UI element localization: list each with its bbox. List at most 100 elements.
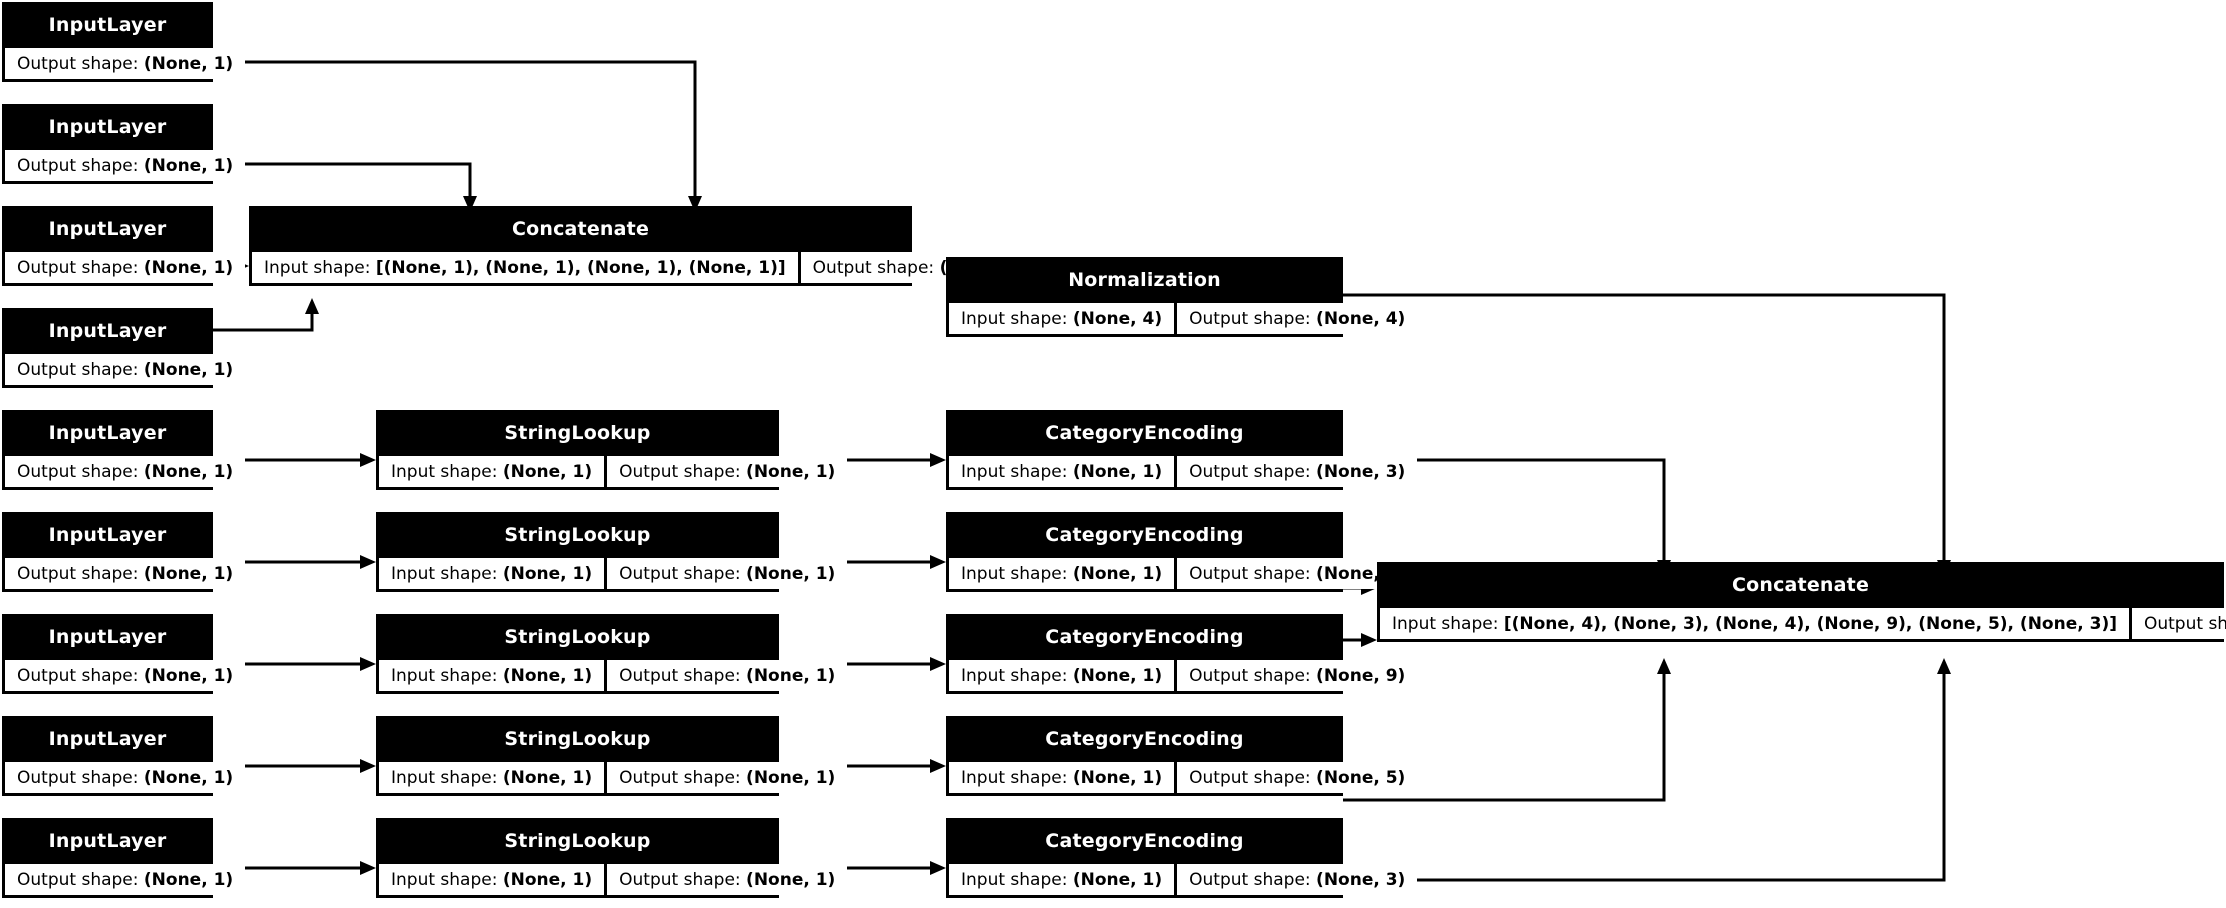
- input-shape-value: (None, 1): [502, 869, 593, 890]
- input-shape-cell: Input shape: (None, 1): [379, 660, 605, 691]
- node-body: Output shape: (None, 1): [5, 351, 246, 385]
- input-shape-value: (None, 1): [502, 563, 593, 584]
- output-shape-cell: Output shape: (None, 1): [5, 48, 246, 79]
- output-shape-label: Output shape:: [619, 869, 741, 890]
- node-concatenate-numeric[interactable]: Concatenate Input shape: [(None, 1), (No…: [249, 206, 1041, 286]
- node-title: InputLayer: [5, 413, 210, 453]
- input-shape-label: Input shape:: [264, 257, 371, 278]
- output-shape-label: Output shape:: [1189, 563, 1311, 584]
- node-category-encoding-4[interactable]: CategoryEncoding Input shape: (None, 1) …: [946, 716, 1418, 796]
- node-input-layer-3[interactable]: InputLayer Output shape: (None, 1): [2, 206, 246, 286]
- output-shape-cell: Output shape: (None, 1): [604, 660, 848, 691]
- node-input-layer-9[interactable]: InputLayer Output shape: (None, 1): [2, 818, 246, 898]
- input-shape-cell: Input shape: (None, 1): [949, 558, 1175, 589]
- output-shape-label: Output shape:: [1189, 665, 1311, 686]
- node-body: Input shape: (None, 1) Output shape: (No…: [949, 759, 1418, 793]
- input-shape-cell: Input shape: (None, 1): [379, 864, 605, 895]
- input-shape-value: (None, 1): [1072, 665, 1163, 686]
- node-title: InputLayer: [5, 209, 210, 249]
- input-shape-label: Input shape:: [391, 563, 498, 584]
- output-shape-label: Output shape:: [1189, 869, 1311, 890]
- input-shape-label: Input shape:: [961, 308, 1068, 329]
- node-string-lookup-2[interactable]: StringLookup Input shape: (None, 1) Outp…: [376, 512, 848, 592]
- node-title: Concatenate: [1380, 565, 2221, 605]
- node-body: Output shape: (None, 1): [5, 147, 246, 181]
- node-body: Input shape: (None, 1) Output shape: (No…: [379, 759, 848, 793]
- input-shape-value: (None, 1): [502, 461, 593, 482]
- input-shape-cell: Input shape: (None, 1): [949, 660, 1175, 691]
- node-concatenate-final[interactable]: Concatenate Input shape: [(None, 4), (No…: [1377, 562, 2226, 642]
- node-category-encoding-5[interactable]: CategoryEncoding Input shape: (None, 1) …: [946, 818, 1418, 898]
- output-shape-cell: Output shape: (None, 1): [5, 660, 246, 691]
- input-shape-value: [(None, 4), (None, 3), (None, 4), (None,…: [1503, 613, 2117, 634]
- output-shape-label: Output shape:: [17, 53, 139, 74]
- node-input-layer-8[interactable]: InputLayer Output shape: (None, 1): [2, 716, 246, 796]
- output-shape-cell: Output shape: (None, 1): [5, 150, 246, 181]
- node-input-layer-7[interactable]: InputLayer Output shape: (None, 1): [2, 614, 246, 694]
- node-body: Output shape: (None, 1): [5, 759, 246, 793]
- node-title: CategoryEncoding: [949, 617, 1340, 657]
- input-shape-cell: Input shape: [(None, 4), (None, 3), (Non…: [1380, 608, 2129, 639]
- node-category-encoding-2[interactable]: CategoryEncoding Input shape: (None, 1) …: [946, 512, 1418, 592]
- output-shape-cell: Output shape: (None, 1): [5, 354, 246, 385]
- node-input-layer-4[interactable]: InputLayer Output shape: (None, 1): [2, 308, 246, 388]
- output-shape-value: (None, 5): [1316, 767, 1406, 788]
- node-string-lookup-4[interactable]: StringLookup Input shape: (None, 1) Outp…: [376, 716, 848, 796]
- output-shape-value: (None, 3): [1316, 461, 1406, 482]
- node-string-lookup-1[interactable]: StringLookup Input shape: (None, 1) Outp…: [376, 410, 848, 490]
- node-body: Input shape: (None, 1) Output shape: (No…: [949, 657, 1418, 691]
- input-shape-cell: Input shape: (None, 1): [949, 456, 1175, 487]
- output-shape-label: Output shape:: [1189, 308, 1311, 329]
- node-input-layer-1[interactable]: InputLayer Output shape: (None, 1): [2, 2, 246, 82]
- input-shape-cell: Input shape: (None, 1): [379, 558, 605, 589]
- output-shape-label: Output shape:: [17, 155, 139, 176]
- node-title: CategoryEncoding: [949, 413, 1340, 453]
- node-input-layer-6[interactable]: InputLayer Output shape: (None, 1): [2, 512, 246, 592]
- output-shape-value: (None, 1): [746, 869, 836, 890]
- node-string-lookup-5[interactable]: StringLookup Input shape: (None, 1) Outp…: [376, 818, 848, 898]
- output-shape-cell: Output shape: (None, 1): [604, 864, 848, 895]
- output-shape-cell: Output shape: (None, 1): [5, 558, 246, 589]
- output-shape-value: (None, 1): [143, 257, 234, 278]
- output-shape-value: (None, 1): [143, 869, 234, 890]
- output-shape-cell: Output shape: (None, 5): [1174, 762, 1418, 793]
- output-shape-value: (None, 1): [143, 767, 234, 788]
- output-shape-label: Output shape:: [17, 359, 139, 380]
- node-category-encoding-3[interactable]: CategoryEncoding Input shape: (None, 1) …: [946, 614, 1418, 694]
- output-shape-value: (None, 1): [746, 665, 836, 686]
- input-shape-label: Input shape:: [961, 665, 1068, 686]
- node-body: Input shape: (None, 1) Output shape: (No…: [379, 657, 848, 691]
- node-input-layer-5[interactable]: InputLayer Output shape: (None, 1): [2, 410, 246, 490]
- output-shape-label: Output shape:: [17, 767, 139, 788]
- node-title: StringLookup: [379, 413, 776, 453]
- input-shape-value: (None, 1): [502, 767, 593, 788]
- node-body: Input shape: (None, 1) Output shape: (No…: [379, 861, 848, 895]
- input-shape-value: [(None, 1), (None, 1), (None, 1), (None,…: [375, 257, 786, 278]
- node-title: InputLayer: [5, 311, 210, 351]
- input-shape-value: (None, 4): [1072, 308, 1163, 329]
- node-body: Output shape: (None, 1): [5, 45, 246, 79]
- output-shape-label: Output shape:: [619, 767, 741, 788]
- node-string-lookup-3[interactable]: StringLookup Input shape: (None, 1) Outp…: [376, 614, 848, 694]
- node-body: Input shape: (None, 1) Output shape: (No…: [949, 861, 1418, 895]
- node-title: CategoryEncoding: [949, 821, 1340, 861]
- node-title: InputLayer: [5, 515, 210, 555]
- output-shape-label: Output shape:: [619, 563, 741, 584]
- input-shape-cell: Input shape: (None, 1): [379, 762, 605, 793]
- input-shape-label: Input shape:: [391, 461, 498, 482]
- output-shape-cell: Output shape: (None, 1): [604, 762, 848, 793]
- input-shape-value: (None, 1): [1072, 869, 1163, 890]
- output-shape-value: (None, 1): [746, 767, 836, 788]
- node-category-encoding-1[interactable]: CategoryEncoding Input shape: (None, 1) …: [946, 410, 1418, 490]
- input-shape-label: Input shape:: [1392, 613, 1499, 634]
- output-shape-label: Output shape:: [17, 665, 139, 686]
- node-input-layer-2[interactable]: InputLayer Output shape: (None, 1): [2, 104, 246, 184]
- node-body: Output shape: (None, 1): [5, 249, 246, 283]
- node-body: Output shape: (None, 1): [5, 657, 246, 691]
- node-normalization[interactable]: Normalization Input shape: (None, 4) Out…: [946, 257, 1418, 337]
- node-body: Input shape: (None, 1) Output shape: (No…: [379, 453, 848, 487]
- input-shape-cell: Input shape: (None, 1): [949, 762, 1175, 793]
- output-shape-cell: Output shape: (None, 1): [5, 762, 246, 793]
- input-shape-label: Input shape:: [391, 869, 498, 890]
